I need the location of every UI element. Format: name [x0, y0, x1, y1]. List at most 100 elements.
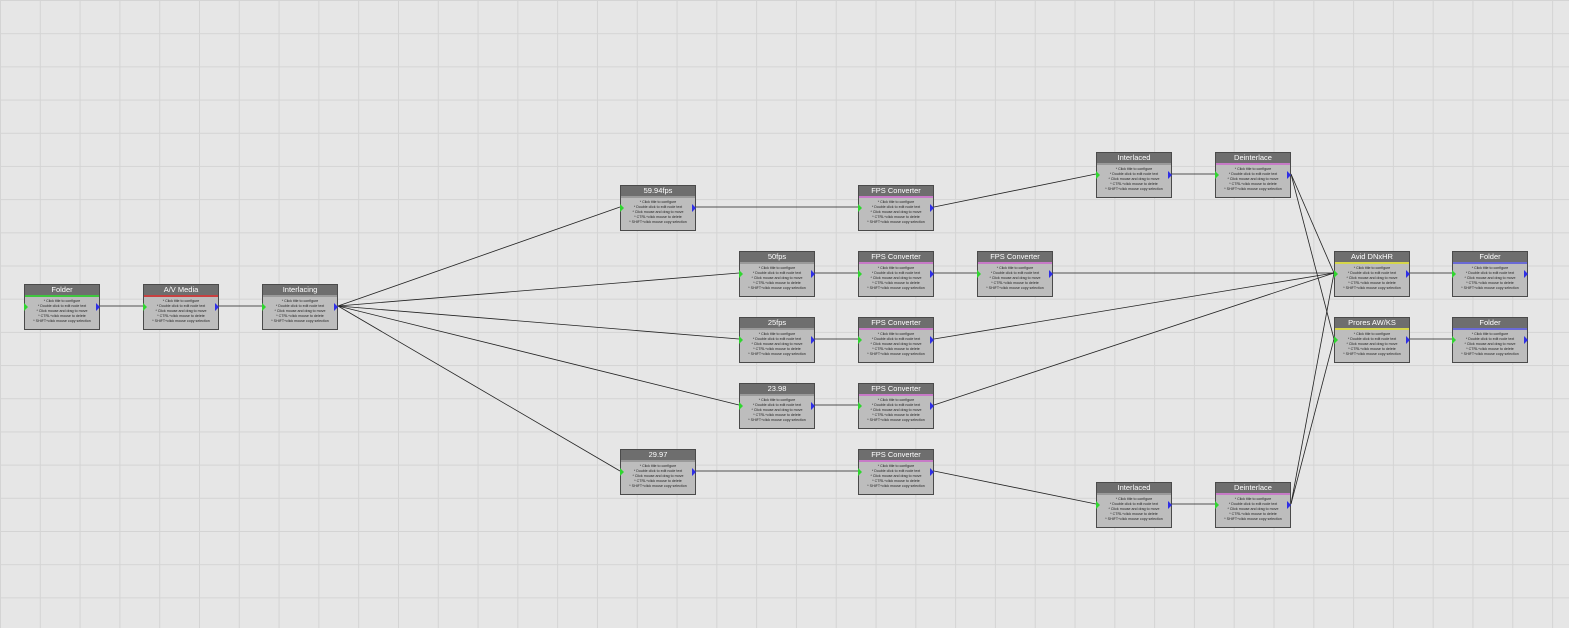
- input-port-icon[interactable]: [858, 270, 862, 278]
- node-title[interactable]: Interlaced: [1097, 153, 1171, 165]
- node-fps-converter[interactable]: FPS Converter* Click title to configure*…: [858, 317, 934, 363]
- help-line: * Click mouse and drag to move: [155, 309, 207, 313]
- node-title[interactable]: Folder: [1453, 318, 1527, 330]
- output-port-icon[interactable]: [811, 336, 815, 344]
- input-port-icon[interactable]: [977, 270, 981, 278]
- output-port-icon[interactable]: [692, 468, 696, 476]
- node-title[interactable]: 23.98: [740, 384, 814, 396]
- output-port-icon[interactable]: [1287, 171, 1291, 179]
- node-folder[interactable]: Folder* Click title to configure* Double…: [1452, 317, 1528, 363]
- input-port-icon[interactable]: [620, 468, 624, 476]
- node-deinterlace[interactable]: Deinterlace* Click title to configure* D…: [1215, 482, 1291, 528]
- node-title[interactable]: Deinterlace: [1216, 483, 1290, 495]
- node-fps-converter[interactable]: FPS Converter* Click title to configure*…: [858, 251, 934, 297]
- node-title[interactable]: FPS Converter: [859, 186, 933, 198]
- node-title[interactable]: Interlaced: [1097, 483, 1171, 495]
- node-25fps[interactable]: 25fps* Click title to configure* Double …: [739, 317, 815, 363]
- node-prores-aw-ks[interactable]: Prores AW/KS* Click title to configure* …: [1334, 317, 1410, 363]
- node-title[interactable]: FPS Converter: [859, 252, 933, 264]
- input-port-icon[interactable]: [1452, 270, 1456, 278]
- input-port-icon[interactable]: [858, 402, 862, 410]
- output-port-icon[interactable]: [811, 270, 815, 278]
- output-port-icon[interactable]: [930, 204, 934, 212]
- node-fps-converter[interactable]: FPS Converter* Click title to configure*…: [858, 383, 934, 429]
- input-port-icon[interactable]: [24, 303, 28, 311]
- help-line: * Double click to edit node text: [871, 271, 921, 275]
- output-port-icon[interactable]: [1524, 336, 1528, 344]
- output-port-icon[interactable]: [692, 204, 696, 212]
- node-title[interactable]: Interlacing: [263, 285, 337, 297]
- node-title[interactable]: Avid DNxHR: [1335, 252, 1409, 264]
- output-port-icon[interactable]: [930, 468, 934, 476]
- node-fps-converter[interactable]: FPS Converter* Click title to configure*…: [977, 251, 1053, 297]
- input-port-icon[interactable]: [858, 468, 862, 476]
- output-port-icon[interactable]: [1406, 336, 1410, 344]
- input-port-icon[interactable]: [262, 303, 266, 311]
- input-port-icon[interactable]: [739, 402, 743, 410]
- output-port-icon[interactable]: [1287, 501, 1291, 509]
- node-title[interactable]: Folder: [25, 285, 99, 297]
- connection-n15-n19: [1290, 173, 1335, 340]
- node-59-94fps[interactable]: 59.94fps* Click title to configure* Doub…: [620, 185, 696, 231]
- node-23-98[interactable]: 23.98* Click title to configure* Double …: [739, 383, 815, 429]
- output-port-icon[interactable]: [1049, 270, 1053, 278]
- input-port-icon[interactable]: [620, 204, 624, 212]
- output-port-icon[interactable]: [1524, 270, 1528, 278]
- help-line: * CTRL+click mouse to delete: [872, 413, 920, 417]
- output-port-icon[interactable]: [930, 336, 934, 344]
- node-title[interactable]: 50fps: [740, 252, 814, 264]
- input-port-icon[interactable]: [1334, 336, 1338, 344]
- node-help-text: * Click title to configure* Double click…: [1097, 165, 1171, 192]
- node-fps-converter[interactable]: FPS Converter* Click title to configure*…: [858, 185, 934, 231]
- output-port-icon[interactable]: [1168, 501, 1172, 509]
- help-line: * CTRL+click mouse to delete: [1348, 281, 1396, 285]
- node-folder[interactable]: Folder* Click title to configure* Double…: [1452, 251, 1528, 297]
- output-port-icon[interactable]: [811, 402, 815, 410]
- input-port-icon[interactable]: [739, 270, 743, 278]
- node-title[interactable]: Deinterlace: [1216, 153, 1290, 165]
- input-port-icon[interactable]: [1215, 501, 1219, 509]
- node-50fps[interactable]: 50fps* Click title to configure* Double …: [739, 251, 815, 297]
- input-port-icon[interactable]: [1215, 171, 1219, 179]
- input-port-icon[interactable]: [143, 303, 147, 311]
- node-title[interactable]: A/V Media: [144, 285, 218, 297]
- node-fps-converter[interactable]: FPS Converter* Click title to configure*…: [858, 449, 934, 495]
- node-title[interactable]: FPS Converter: [978, 252, 1052, 264]
- help-line: * CTRL+click mouse to delete: [276, 314, 324, 318]
- node-a-v-media[interactable]: A/V Media* Click title to configure* Dou…: [143, 284, 219, 330]
- input-port-icon[interactable]: [1096, 171, 1100, 179]
- node-folder[interactable]: Folder* Click title to configure* Double…: [24, 284, 100, 330]
- node-title[interactable]: FPS Converter: [859, 318, 933, 330]
- help-line: * CTRL+click mouse to delete: [157, 314, 205, 318]
- node-deinterlace[interactable]: Deinterlace* Click title to configure* D…: [1215, 152, 1291, 198]
- node-title[interactable]: FPS Converter: [859, 450, 933, 462]
- output-port-icon[interactable]: [930, 402, 934, 410]
- output-port-icon[interactable]: [1168, 171, 1172, 179]
- help-line: * Double click to edit node text: [633, 469, 683, 473]
- help-line: * Double click to edit node text: [1109, 172, 1159, 176]
- node-title[interactable]: 59.94fps: [621, 186, 695, 198]
- input-port-icon[interactable]: [858, 336, 862, 344]
- output-port-icon[interactable]: [96, 303, 100, 311]
- node-interlaced[interactable]: Interlaced* Click title to configure* Do…: [1096, 152, 1172, 198]
- input-port-icon[interactable]: [1096, 501, 1100, 509]
- output-port-icon[interactable]: [334, 303, 338, 311]
- node-title[interactable]: 29.97: [621, 450, 695, 462]
- node-title[interactable]: Folder: [1453, 252, 1527, 264]
- output-port-icon[interactable]: [1406, 270, 1410, 278]
- node-title[interactable]: FPS Converter: [859, 384, 933, 396]
- output-port-icon[interactable]: [930, 270, 934, 278]
- connection-n8-n14: [933, 173, 1097, 208]
- node-title[interactable]: 25fps: [740, 318, 814, 330]
- input-port-icon[interactable]: [1452, 336, 1456, 344]
- node-interlaced[interactable]: Interlaced* Click title to configure* Do…: [1096, 482, 1172, 528]
- input-port-icon[interactable]: [739, 336, 743, 344]
- node-title[interactable]: Prores AW/KS: [1335, 318, 1409, 330]
- node-avid-dnxhr[interactable]: Avid DNxHR* Click title to configure* Do…: [1334, 251, 1410, 297]
- node-29-97[interactable]: 29.97* Click title to configure* Double …: [620, 449, 696, 495]
- input-port-icon[interactable]: [858, 204, 862, 212]
- input-port-icon[interactable]: [1334, 270, 1338, 278]
- output-port-icon[interactable]: [215, 303, 219, 311]
- node-interlacing[interactable]: Interlacing* Click title to configure* D…: [262, 284, 338, 330]
